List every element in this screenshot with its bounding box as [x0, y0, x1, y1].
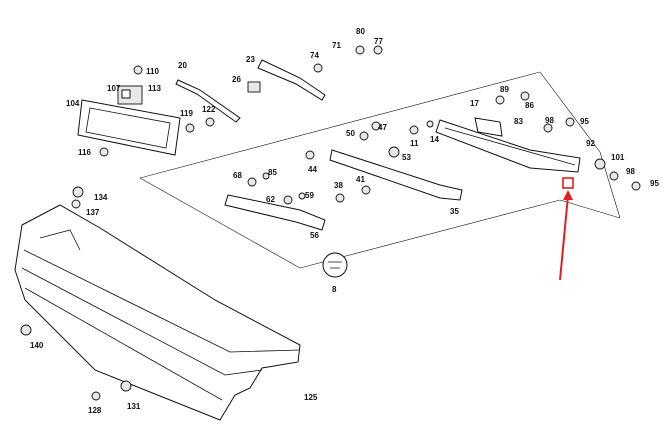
label-77: 77 — [374, 37, 383, 46]
label-89: 89 — [500, 85, 509, 94]
side-strip-56 — [224, 194, 326, 231]
trim-strip-20 — [175, 79, 241, 123]
fasteners — [20, 45, 641, 401]
label-17: 17 — [470, 99, 479, 108]
bumper-cover — [14, 204, 301, 421]
label-41: 41 — [356, 175, 365, 184]
label-131: 131 — [127, 402, 141, 411]
label-23: 23 — [246, 55, 255, 64]
label-110: 110 — [146, 67, 159, 76]
label-113: 113 — [148, 84, 161, 93]
label-95b: 95 — [650, 179, 659, 188]
label-92: 92 — [586, 139, 595, 148]
label-98b: 98 — [626, 167, 635, 176]
jack-point-cap — [322, 252, 348, 278]
trim-strip-23 — [257, 59, 326, 101]
label-86: 86 — [525, 101, 534, 110]
label-95a: 95 — [580, 117, 589, 126]
label-98a: 98 — [545, 116, 554, 125]
label-128: 128 — [88, 406, 102, 415]
label-44: 44 — [308, 165, 317, 174]
label-134: 134 — [94, 193, 108, 202]
license-plate-bracket — [77, 99, 181, 156]
label-140: 140 — [30, 341, 44, 350]
label-59: 59 — [305, 191, 314, 200]
label-125: 125 — [304, 393, 318, 402]
label-62: 62 — [266, 195, 275, 204]
label-74: 74 — [310, 51, 319, 60]
label-85: 85 — [268, 168, 277, 177]
label-53: 53 — [402, 153, 411, 162]
label-11: 11 — [410, 139, 419, 148]
label-14: 14 — [430, 135, 439, 144]
label-56: 56 — [310, 231, 319, 240]
label-83: 83 — [514, 117, 523, 126]
label-101: 101 — [611, 153, 625, 162]
bracket-17 — [474, 117, 503, 137]
label-122: 122 — [202, 105, 216, 114]
label-80: 80 — [356, 27, 365, 36]
small-bracket — [117, 85, 143, 105]
side-strip-35 — [329, 149, 463, 201]
label-35: 35 — [450, 207, 459, 216]
label-50: 50 — [346, 129, 355, 138]
label-26: 26 — [232, 75, 241, 84]
label-119: 119 — [180, 109, 193, 118]
label-20: 20 — [178, 61, 187, 70]
label-104: 104 — [66, 99, 80, 108]
label-71: 71 — [332, 41, 341, 50]
label-137: 137 — [86, 208, 100, 217]
part-labels: 110 107 113 104 116 20 119 122 23 26 74 … — [30, 27, 659, 415]
label-38: 38 — [334, 181, 343, 190]
label-47: 47 — [378, 123, 387, 132]
label-107: 107 — [107, 84, 121, 93]
label-68: 68 — [233, 171, 242, 180]
highlight-marker — [559, 177, 574, 281]
label-8: 8 — [332, 285, 337, 294]
clip-26 — [247, 81, 261, 93]
label-116: 116 — [78, 148, 91, 157]
